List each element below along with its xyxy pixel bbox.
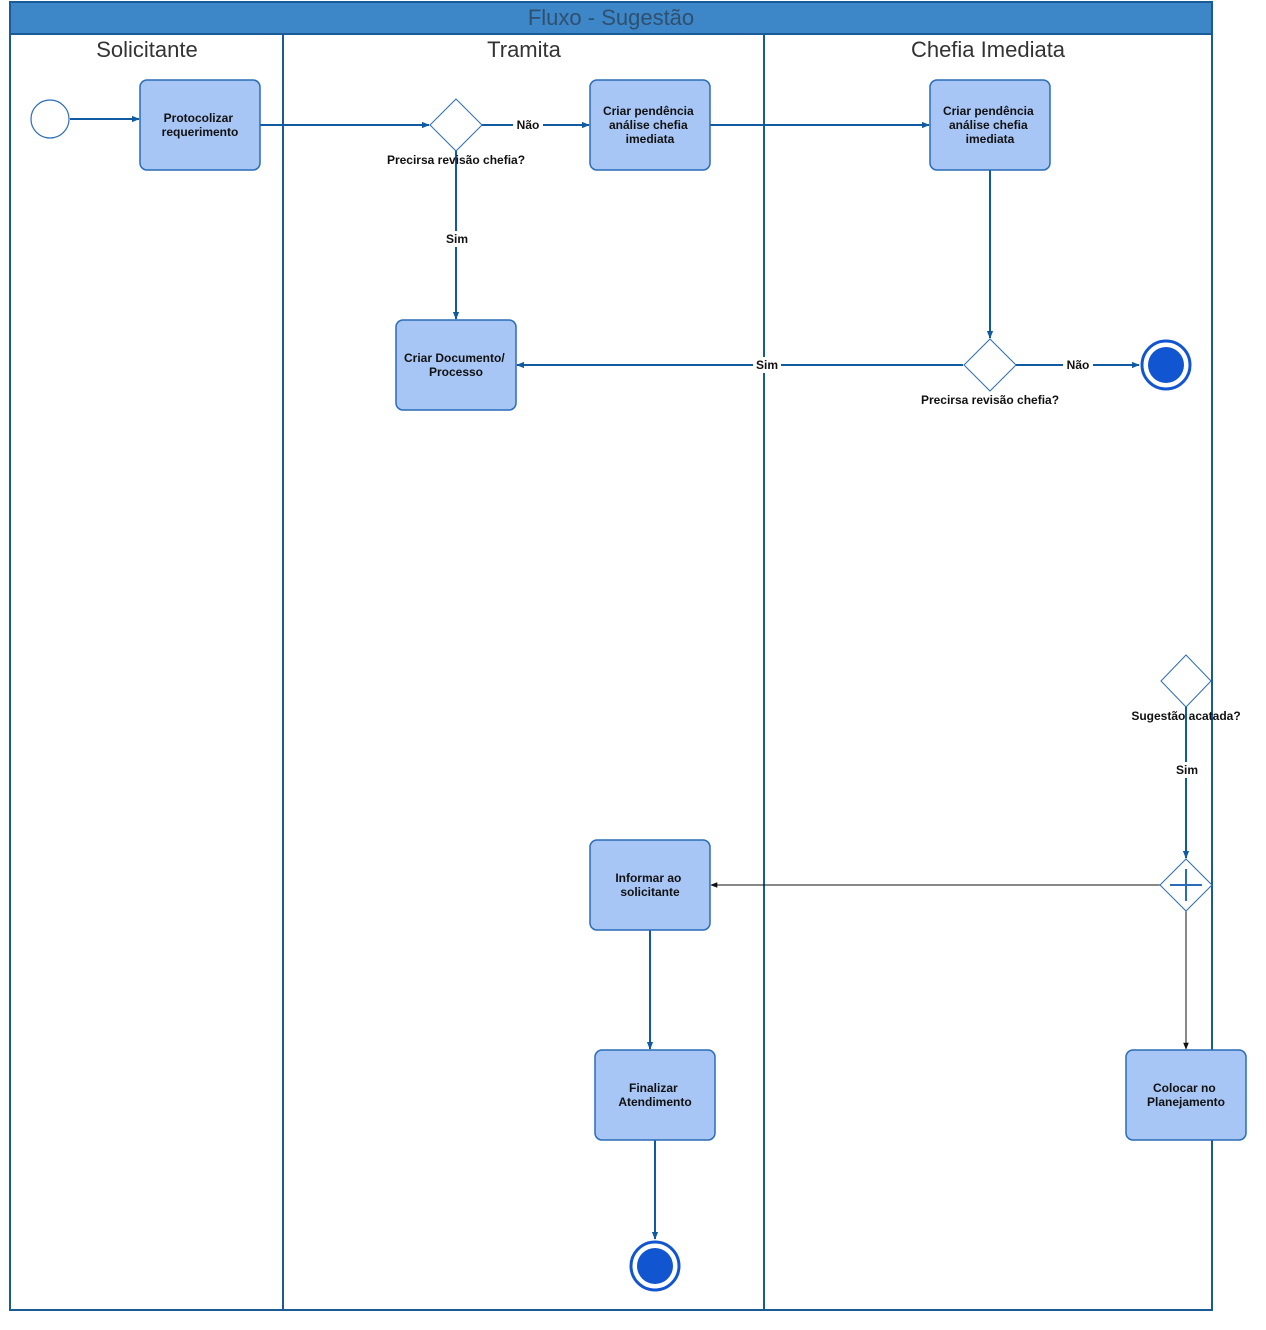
start-event	[30, 99, 70, 139]
task-criar-pendencia-tramita-line-1: Criar pendência	[603, 104, 694, 118]
edge-label-bg-g1-nao	[513, 117, 543, 133]
task-informar-line-2: solicitante	[620, 885, 680, 899]
gateway-g2	[963, 338, 1017, 392]
lane-title-chefia: Chefia Imediata	[911, 37, 1066, 62]
task-criar-pendencia-chefia-line-3: imediata	[966, 132, 1015, 146]
task-criar-pendencia-chefia-line-1: Criar pendência	[943, 104, 1034, 118]
edge-label-g2-nao: Não	[1067, 358, 1090, 372]
task-criar-pendencia-tramita-line-2: análise chefia	[609, 118, 688, 132]
pool-title: Fluxo - Sugestão	[528, 5, 694, 30]
pool-body	[9, 33, 1213, 1311]
edge-label-g3-sim: Sim	[1176, 763, 1198, 777]
task-criar-documento-line-1: Criar Documento/	[404, 351, 505, 365]
edge-label-g2-sim: Sim	[756, 358, 778, 372]
task-criar-pendencia-chefia-line-2: análise chefia	[949, 118, 1028, 132]
gateway-parallel	[1159, 858, 1213, 912]
task-finalizar-line-1: Finalizar	[629, 1081, 678, 1095]
task-protocolizar-line-2: requerimento	[162, 125, 239, 139]
task-criar-pendencia-tramita: Criar pendência análise chefia imediata	[589, 79, 711, 171]
task-protocolizar-line-1: Protocolizar	[164, 111, 234, 125]
edge-label-bg-g2-nao	[1063, 357, 1093, 373]
pool-header	[9, 1, 1213, 35]
edge-label-bg-g3-sim	[1174, 762, 1200, 778]
svg-text:Informar ao solicitante: Informar ao solicitante	[615, 871, 684, 899]
edge-label-bg-g1-sim	[444, 231, 470, 247]
svg-text:Criar Documento/ Process: Criar Documento/ Processo	[404, 351, 508, 379]
svg-text:Criar pendência análise: Criar pendência análise chefia imediata	[943, 104, 1037, 146]
svg-text:Colocar no Planejamento: Colocar no Planejamento	[1147, 1081, 1225, 1109]
gateway-g3-label: Sugestão acatada?	[1131, 709, 1240, 723]
edge-label-g1-sim: Sim	[446, 232, 468, 246]
svg-text:Criar pendência análise: Criar pendência análise chefia imediata	[603, 104, 697, 146]
svg-text:Protocolizar requeriment: Protocolizar requerimento	[162, 111, 239, 139]
gateway-g2-label: Precirsa revisão chefia?	[921, 393, 1059, 407]
task-protocolizar: Protocolizar requerimento	[139, 79, 261, 171]
task-informar: Informar ao solicitante	[589, 839, 711, 931]
gateway-g1	[429, 98, 483, 152]
task-criar-pendencia-tramita-line-3: imediata	[626, 132, 675, 146]
lane-title-solicitante: Solicitante	[96, 37, 198, 62]
gateway-g3	[1160, 654, 1212, 708]
task-criar-documento: Criar Documento/ Processo	[395, 319, 517, 411]
task-criar-pendencia-chefia: Criar pendência análise chefia imediata	[929, 79, 1051, 171]
edge-label-g1-nao: Não	[517, 118, 540, 132]
gateway-g1-label: Precirsa revisão chefia?	[387, 153, 525, 167]
end-event-chefia	[1140, 339, 1192, 391]
task-colocar: Colocar no Planejamento	[1125, 1049, 1247, 1141]
task-criar-documento-line-2: Processo	[429, 365, 483, 379]
lane-title-tramita: Tramita	[487, 37, 562, 62]
svg-text:Finalizar Atendimento: Finalizar Atendimento	[618, 1081, 691, 1109]
end-event-tramita	[629, 1240, 681, 1292]
task-colocar-line-1: Colocar no	[1153, 1081, 1216, 1095]
task-finalizar-line-2: Atendimento	[618, 1095, 691, 1109]
task-finalizar: Finalizar Atendimento	[594, 1049, 716, 1141]
task-colocar-line-2: Planejamento	[1147, 1095, 1225, 1109]
task-informar-line-1: Informar ao	[615, 871, 681, 885]
edge-label-bg-g2-sim	[753, 357, 781, 373]
